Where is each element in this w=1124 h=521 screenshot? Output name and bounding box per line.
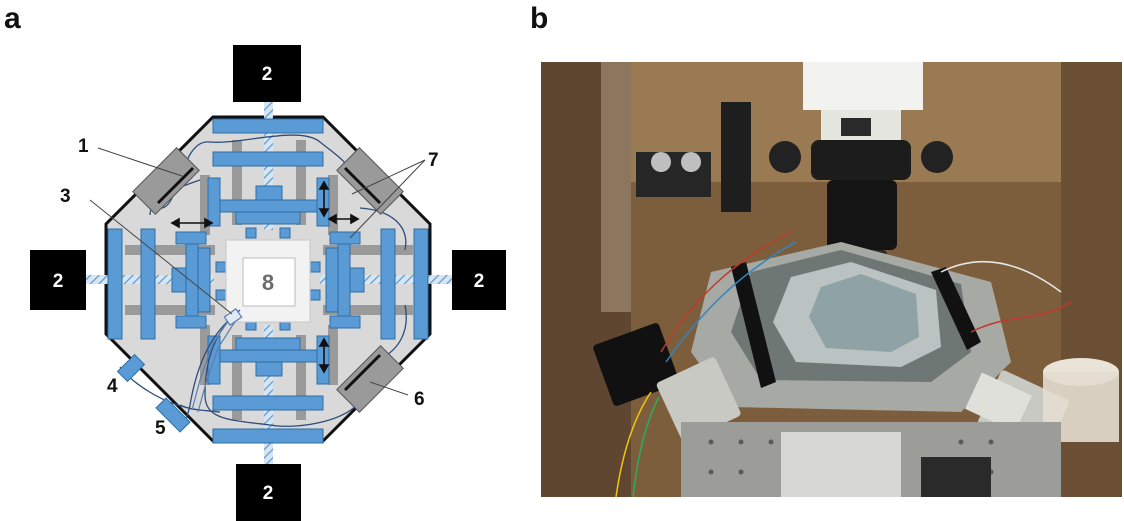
part-5 bbox=[155, 397, 191, 433]
motor-top: 2 bbox=[233, 45, 301, 102]
svg-text:2: 2 bbox=[262, 64, 273, 85]
lead-screw-bottom bbox=[264, 325, 273, 465]
callout-5: 5 bbox=[155, 418, 166, 439]
objective bbox=[811, 140, 911, 180]
motor-bottom: 2 bbox=[236, 464, 301, 521]
sensor-block-1 bbox=[132, 147, 200, 215]
svg-text:2: 2 bbox=[474, 271, 485, 292]
center-label: 8 bbox=[262, 270, 274, 295]
stage-photo bbox=[541, 62, 1122, 497]
panel-label-a: a bbox=[4, 2, 21, 35]
svg-text:2: 2 bbox=[263, 483, 274, 504]
panel-label-b: b bbox=[530, 2, 549, 35]
part-4 bbox=[116, 353, 146, 383]
callout-6: 6 bbox=[414, 389, 425, 410]
callout-3: 3 bbox=[60, 186, 71, 207]
callout-1: 1 bbox=[78, 136, 89, 157]
motor-right: 2 bbox=[452, 250, 506, 310]
callout-lines bbox=[89, 147, 426, 396]
sample-window bbox=[242, 257, 296, 307]
sensor-block-6 bbox=[336, 345, 404, 413]
callout-7: 7 bbox=[428, 150, 439, 171]
sensor-block-7-top bbox=[336, 147, 404, 215]
stage-schematic: 8 bbox=[30, 45, 506, 521]
photo-motor-front bbox=[656, 357, 741, 442]
svg-text:2: 2 bbox=[53, 271, 64, 292]
microscope-head bbox=[803, 62, 923, 110]
motion-arrows bbox=[170, 180, 360, 374]
rails bbox=[107, 118, 429, 444]
callout-4: 4 bbox=[107, 376, 118, 397]
motor-left: 2 bbox=[30, 250, 86, 310]
